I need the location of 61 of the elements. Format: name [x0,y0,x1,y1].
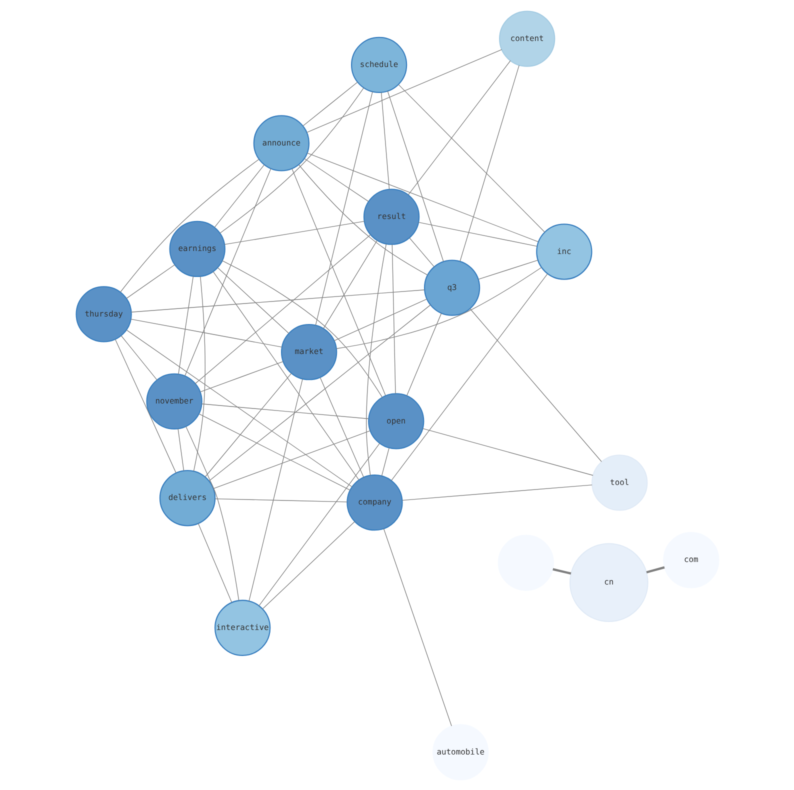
connector [258,442,380,606]
connector [391,244,396,394]
connector [646,566,664,573]
connector [126,264,175,298]
connector [336,266,542,348]
connector [178,275,194,374]
connector [366,243,386,476]
connector [185,426,239,600]
connector [126,329,352,487]
connector [192,276,205,472]
connector [314,90,372,326]
connector [120,334,157,380]
connector [319,376,364,478]
connector [422,428,593,476]
connector [380,447,389,476]
connector [197,522,232,602]
connector [219,86,364,233]
connector [214,498,347,502]
connector [306,152,538,242]
connector [380,92,390,190]
connector [200,403,368,419]
connector [216,266,289,334]
connector [120,158,259,292]
connector [304,158,368,202]
connector [194,234,370,384]
connector [298,164,428,275]
connector [407,60,510,195]
connector [198,413,350,490]
connector [398,84,545,232]
connector [382,528,452,726]
connector [212,430,370,488]
connector [204,372,292,477]
connector [248,378,302,601]
connector [478,259,538,280]
connector [333,298,427,341]
connector [291,168,386,396]
connector [418,221,537,246]
connector [184,168,271,376]
connector [224,220,364,244]
connector [208,304,430,481]
connector [390,272,548,480]
connector [552,568,571,574]
connector [177,428,184,471]
connector [306,48,502,132]
connector [130,289,424,312]
connector [459,64,519,262]
connector [402,484,592,500]
node-circle [497,534,554,590]
connector [322,240,378,328]
connector [302,81,358,126]
connector [199,360,283,392]
connector [130,318,282,347]
connector [469,308,602,462]
connector [221,260,382,398]
connector [386,90,444,262]
connector [406,312,442,396]
connector [212,270,359,480]
connector [214,164,264,228]
connector [262,520,354,609]
connector [408,237,434,267]
connector [114,338,176,473]
